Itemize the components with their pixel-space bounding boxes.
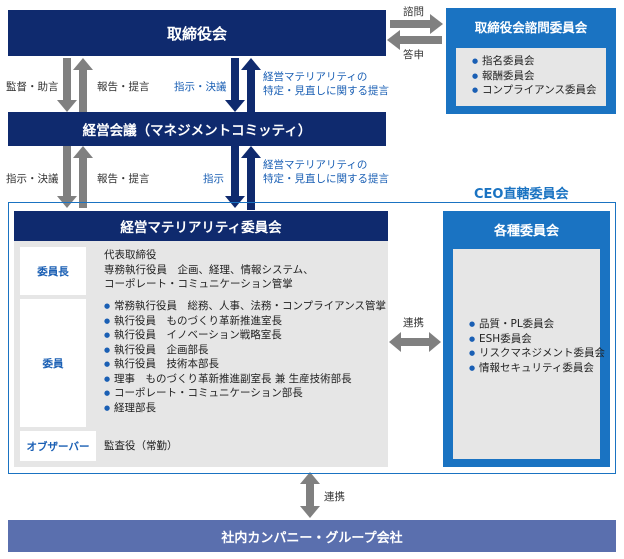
consult-arrow — [390, 14, 443, 34]
instruct-arrow — [225, 146, 245, 208]
answer-label: 答申 — [403, 49, 424, 61]
advisory-committee-list: 指名委員会 報酬委員会 コンプライアンス委員会 — [472, 54, 606, 98]
materiality-label-2: 経営マテリアリティの 特定・見直しに関する提言 — [263, 158, 389, 186]
instruct-decide-arrow-2 — [57, 146, 77, 208]
report-propose-label-1: 報告・提言 — [97, 81, 150, 93]
chair-label-cell: 委員長 — [20, 247, 86, 295]
ceo-direct-label: CEO直轄委員会 — [474, 187, 569, 202]
materiality-label-2-line2: 特定・見直しに関する提言 — [263, 173, 389, 185]
answer-arrow — [387, 30, 442, 50]
chair-label: 委員長 — [37, 265, 69, 278]
list-item: 執行役員 企画部長 — [104, 343, 386, 358]
list-item: リスクマネジメント委員会 — [469, 346, 605, 361]
member-list-box: 常務執行役員 総務、人事、法務・コンプライアンス管掌 執行役員 ものづくり革新推… — [104, 299, 386, 415]
report-arrow-1 — [73, 58, 93, 112]
materiality-label-1: 経営マテリアリティの 特定・見直しに関する提言 — [263, 70, 389, 98]
materiality-arrow-2 — [241, 146, 261, 210]
advisory-committee-title: 取締役会諮問委員会 — [474, 19, 588, 35]
list-item: ESH委員会 — [469, 332, 600, 347]
link-label-1: 連携 — [403, 317, 424, 329]
board-of-directors-box: 取締役会 — [8, 10, 386, 56]
instruct-label: 指示 — [203, 173, 224, 185]
advisory-committee-box: 取締役会諮問委員会 指名委員会 報酬委員会 コンプライアンス委員会 — [446, 8, 616, 114]
ceo-direct-committees-frame — [8, 202, 616, 474]
report-propose-label-2: 報告・提言 — [97, 173, 150, 185]
list-item: 常務執行役員 総務、人事、法務・コンプライアンス管掌 — [104, 299, 386, 314]
various-committees-title: 各種委員会 — [493, 223, 559, 239]
report-arrow-2 — [73, 146, 93, 208]
materiality-arrow-1 — [241, 58, 261, 112]
list-item: 経理部長 — [104, 401, 386, 416]
chair-line: 専務執行役員 企画、経理、情報システム、 — [104, 263, 314, 276]
list-item: 執行役員 技術本部長 — [104, 357, 386, 372]
consult-label: 諮問 — [403, 6, 424, 18]
supervise-arrow — [57, 58, 77, 112]
management-council-box: 経営会議（マネジメントコミッティ） — [8, 112, 386, 146]
list-item: コンプライアンス委員会 — [472, 83, 606, 98]
list-item: 品質・PL委員会 — [469, 317, 600, 332]
link-arrow-vertical — [300, 472, 320, 518]
various-committees-list-box: 品質・PL委員会 ESH委員会 リスクマネジメント委員会 情報セキュリティ委員会 — [453, 249, 605, 459]
various-committees-box: 各種委員会 品質・PL委員会 ESH委員会 リスクマネジメント委員会 情報セキュ… — [443, 211, 610, 467]
board-title: 取締役会 — [166, 24, 227, 43]
chair-line: 代表取締役 — [104, 249, 157, 261]
instruct-decide-label-1: 指示・決議 — [174, 81, 227, 93]
link-arrow-horizontal — [389, 332, 441, 352]
company-group-bar: 社内カンパニー・グループ会社 — [8, 520, 616, 552]
advisory-committee-list-box: 指名委員会 報酬委員会 コンプライアンス委員会 — [456, 48, 606, 106]
instruct-decide-label-2: 指示・決議 — [6, 173, 59, 185]
link-label-2: 連携 — [324, 491, 345, 503]
materiality-label-1-line1: 経営マテリアリティの — [263, 71, 368, 83]
materiality-label-1-line2: 特定・見直しに関する提言 — [263, 85, 389, 97]
observer-value: 監査役（常勤） — [104, 440, 178, 452]
observer-label: オブザーバー — [26, 440, 90, 453]
chair-line: コーポレート・コミュニケーション管掌 — [104, 278, 293, 290]
list-item: 執行役員 イノベーション戦略室長 — [104, 328, 386, 343]
member-label-cell: 委員 — [20, 299, 86, 427]
observer-label-cell: オブザーバー — [20, 431, 96, 461]
member-list: 常務執行役員 総務、人事、法務・コンプライアンス管掌 執行役員 ものづくり革新推… — [104, 299, 386, 415]
various-committees-list: 品質・PL委員会 ESH委員会 リスクマネジメント委員会 情報セキュリティ委員会 — [469, 317, 605, 376]
list-item: コーポレート・コミュニケーション部長 — [104, 386, 386, 401]
materiality-committee-title: 経営マテリアリティ委員会 — [120, 220, 282, 236]
materiality-label-2-line1: 経営マテリアリティの — [263, 159, 368, 171]
materiality-committee-title-box: 経営マテリアリティ委員会 — [14, 211, 388, 241]
list-item: 執行役員 ものづくり革新推進室長 — [104, 314, 386, 329]
list-item: 情報セキュリティ委員会 — [469, 361, 600, 376]
list-item: 報酬委員会 — [472, 69, 606, 84]
supervise-advise-label: 監督・助言 — [6, 81, 59, 93]
chair-value: 代表取締役 専務執行役員 企画、経理、情報システム、 コーポレート・コミュニケー… — [104, 248, 314, 292]
company-group-title: 社内カンパニー・グループ会社 — [221, 530, 403, 546]
instruct-decide-arrow-1 — [225, 58, 245, 112]
list-item: 指名委員会 — [472, 54, 606, 69]
member-label: 委員 — [42, 357, 64, 370]
list-item: 理事 ものづくり革新推進副室長 兼 生産技術部長 — [104, 372, 386, 387]
management-council-title: 経営会議（マネジメントコミッティ） — [82, 123, 312, 139]
